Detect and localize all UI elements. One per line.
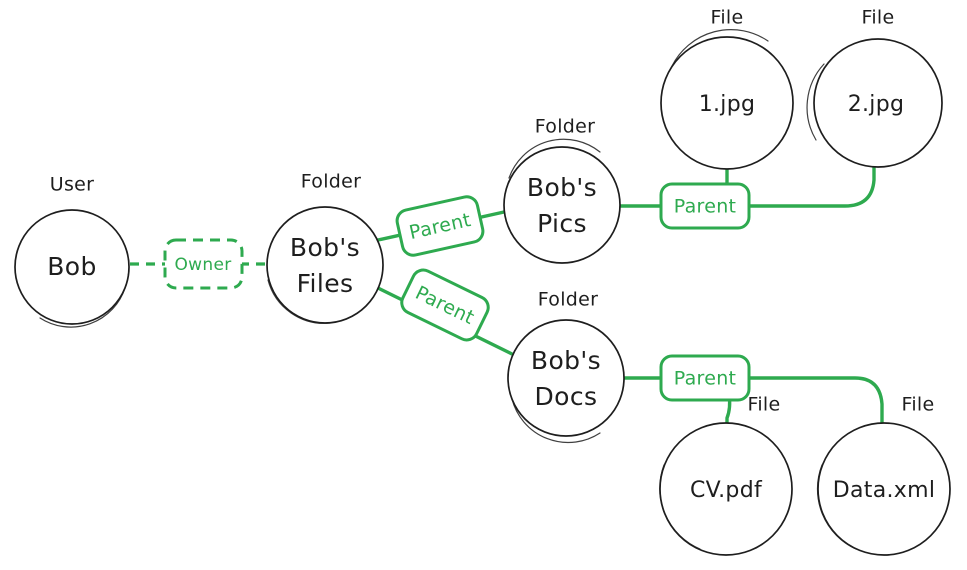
node-bobs-pics[interactable]: Folder Bob's Pics	[503, 116, 621, 264]
node-cv-pdf[interactable]: File CV.pdf	[659, 394, 793, 556]
node-data-xml-sketch-stroke	[816, 464, 857, 550]
node-data-xml-circle	[817, 422, 951, 556]
node-bobs-pics-circle	[503, 146, 621, 264]
edge-label-owner-text: Owner	[174, 255, 231, 275]
node-data-xml[interactable]: File Data.xml	[816, 394, 951, 556]
node-bobs-files-name-line2: Files	[297, 269, 354, 298]
node-bobs-docs-name-line2: Docs	[535, 382, 598, 411]
node-bobs-pics-name-line1: Bob's	[527, 173, 597, 202]
edge-label-parent-pics[interactable]: Parent	[395, 195, 485, 258]
edge-label-parent-pics-children-box	[659, 182, 751, 230]
node-bobs-pics-sketch-stroke	[508, 138, 601, 179]
node-1-jpg-sketch-stroke	[671, 29, 769, 67]
node-bobs-docs-type-label: Folder	[538, 289, 599, 311]
edge-label-owner[interactable]: Owner	[163, 238, 244, 290]
node-bob-type-label: User	[50, 174, 95, 196]
node-bobs-files-sketch-stroke	[267, 279, 331, 324]
node-bobs-docs-circle	[507, 319, 625, 437]
edge-label-parent-docs-children-text: Parent	[674, 368, 737, 390]
edge-label-parent-docs[interactable]: Parent	[398, 266, 492, 343]
node-2-jpg-sketch-stroke	[806, 63, 825, 141]
edge-label-parent-docs-children-box	[659, 354, 751, 402]
node-bobs-files[interactable]: Folder Bob's Files	[266, 171, 384, 324]
edge-label-owner-box	[163, 238, 244, 290]
node-2-jpg[interactable]: File 2.jpg	[806, 7, 943, 168]
edge-label-parent-docs-box	[400, 268, 490, 342]
node-1-jpg-name: 1.jpg	[699, 92, 756, 117]
node-bobs-files-name-line1: Bob's	[290, 233, 360, 262]
node-2-jpg-type-label: File	[862, 7, 895, 29]
node-bobs-docs[interactable]: Folder Bob's Docs	[507, 289, 625, 444]
node-bob[interactable]: User Bob	[14, 174, 130, 328]
node-bob-name: Bob	[47, 252, 97, 281]
edge-label-parent-pics-children[interactable]: Parent	[659, 182, 751, 230]
node-bob-circle	[14, 209, 130, 325]
node-bobs-files-circle	[266, 206, 384, 324]
edge-label-parent-pics-box	[395, 195, 485, 257]
node-1-jpg[interactable]: File 1.jpg	[660, 7, 794, 170]
node-bobs-docs-sketch-stroke	[511, 398, 601, 444]
node-bobs-pics-name-line2: Pics	[537, 209, 587, 238]
node-cv-pdf-sketch-stroke	[659, 464, 701, 550]
node-1-jpg-type-label: File	[711, 7, 744, 29]
node-bob-sketch-stroke	[39, 287, 126, 328]
node-cv-pdf-name: CV.pdf	[690, 478, 763, 503]
edge-label-parent-docs-children[interactable]: Parent	[659, 354, 751, 402]
edge-label-parent-pics-children-text: Parent	[674, 196, 737, 218]
node-data-xml-name: Data.xml	[833, 478, 936, 503]
node-2-jpg-name: 2.jpg	[848, 92, 905, 117]
node-cv-pdf-type-label: File	[748, 394, 781, 416]
node-bobs-files-type-label: Folder	[301, 171, 362, 193]
edge-label-to-dataxml	[746, 376, 884, 426]
node-1-jpg-circle	[660, 36, 794, 170]
node-bobs-docs-name-line1: Bob's	[531, 346, 601, 375]
node-data-xml-type-label: File	[902, 394, 935, 416]
node-2-jpg-circle	[813, 38, 943, 168]
edge-label-to-jpg2	[746, 165, 876, 208]
node-bobs-pics-type-label: Folder	[535, 116, 596, 138]
